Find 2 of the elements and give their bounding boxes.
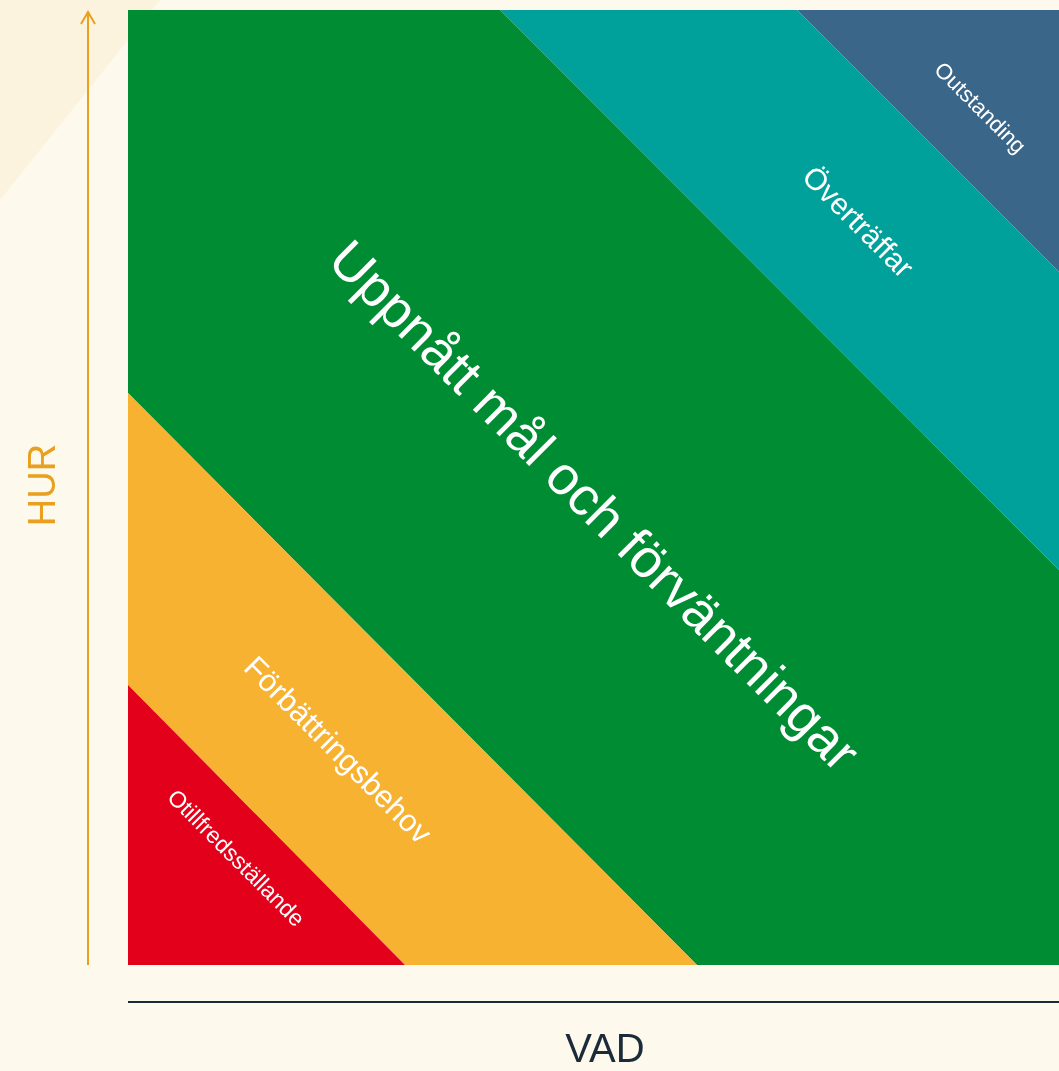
axis-label: HUR [23, 443, 61, 527]
axis-label: VAD [565, 1028, 645, 1068]
